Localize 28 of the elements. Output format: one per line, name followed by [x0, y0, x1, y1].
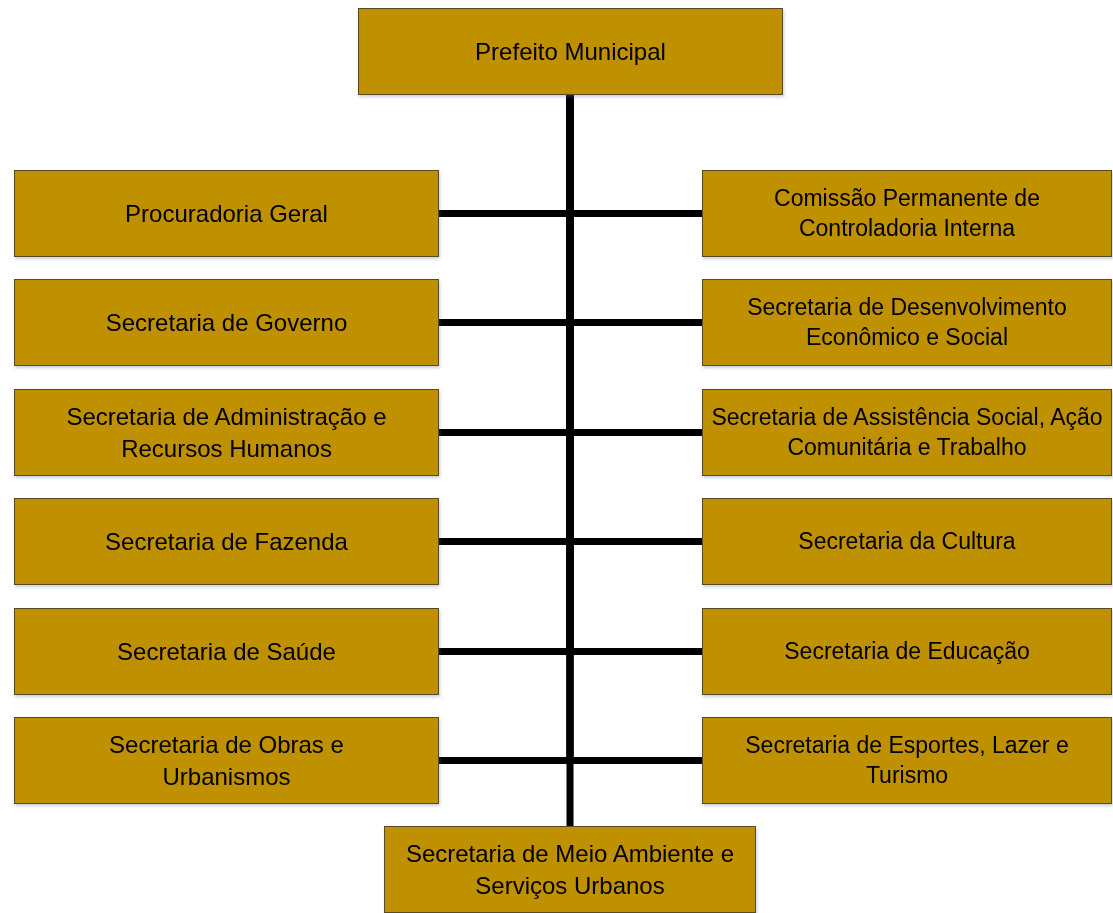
org-unit-box — [14, 170, 439, 257]
org-unit-box — [14, 608, 439, 695]
unit-name: Secretaria de Desenvolvimento Econômico e Social — [746, 292, 1068, 352]
org-unit-box — [702, 498, 1112, 585]
unit-name: Secretaria de Esportes, Lazer e Turismo — [744, 730, 1070, 790]
org-unit-box — [384, 826, 756, 913]
unit-name: Prefeito Municipal — [475, 36, 666, 67]
org-unit-box — [14, 389, 439, 476]
unit-name: Secretaria de Meio Ambiente e Serviços Urbanos — [404, 839, 736, 901]
org-unit-box — [14, 498, 439, 585]
unit-name: Procuradoria Geral — [125, 198, 328, 229]
org-unit-box — [702, 608, 1112, 695]
unit-name: Secretaria de Assistência Social, Ação Comunitária e Trabalho — [710, 402, 1104, 462]
org-unit-box — [14, 717, 439, 804]
unit-name: Secretaria de Fazenda — [105, 526, 348, 557]
org-unit-box — [702, 279, 1112, 366]
org-unit-box — [702, 717, 1112, 804]
unit-name: Secretaria de Governo — [105, 307, 348, 338]
unit-name: Secretaria de Educação — [784, 636, 1030, 666]
org-unit-box — [14, 279, 439, 366]
unit-name: Secretaria de Saúde — [117, 636, 336, 667]
unit-name: Comissão Permanente de Controladoria Interna — [773, 183, 1041, 243]
unit-name: Secretaria de Obras e Urbanismos — [108, 730, 345, 792]
unit-name: Secretaria da Cultura — [798, 526, 1016, 556]
org-unit-box — [358, 8, 783, 95]
org-unit-box — [702, 170, 1112, 257]
org-unit-box — [702, 389, 1112, 476]
unit-name: Secretaria de Administração e Recursos Humanos — [65, 402, 388, 464]
